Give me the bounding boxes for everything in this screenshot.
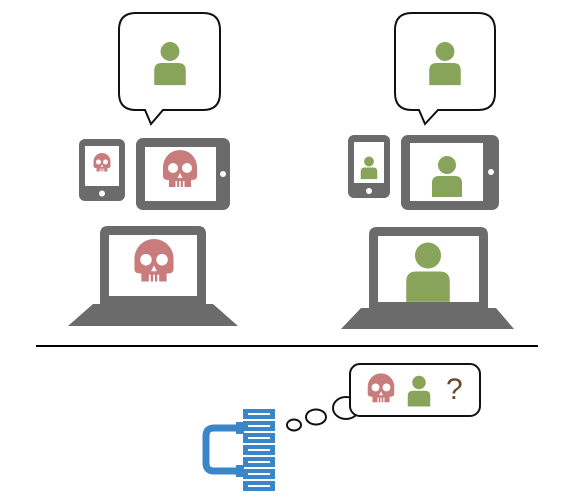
- phone-right: [348, 135, 390, 198]
- server-thought-trail: [286, 396, 360, 432]
- server-icon: [202, 409, 275, 491]
- thought-bubble-right: [394, 12, 496, 126]
- question-mark: ?: [446, 373, 463, 406]
- tablet-left: [136, 138, 230, 210]
- group-left-user: [68, 12, 238, 326]
- tablet-right: [401, 135, 499, 210]
- laptop-right: [341, 227, 514, 329]
- phone-left: [79, 139, 125, 201]
- laptop-left: [68, 226, 238, 326]
- thought-bubble-left: [118, 12, 221, 126]
- server-thought-bubble: ?: [349, 363, 481, 417]
- group-right-user: [341, 12, 514, 329]
